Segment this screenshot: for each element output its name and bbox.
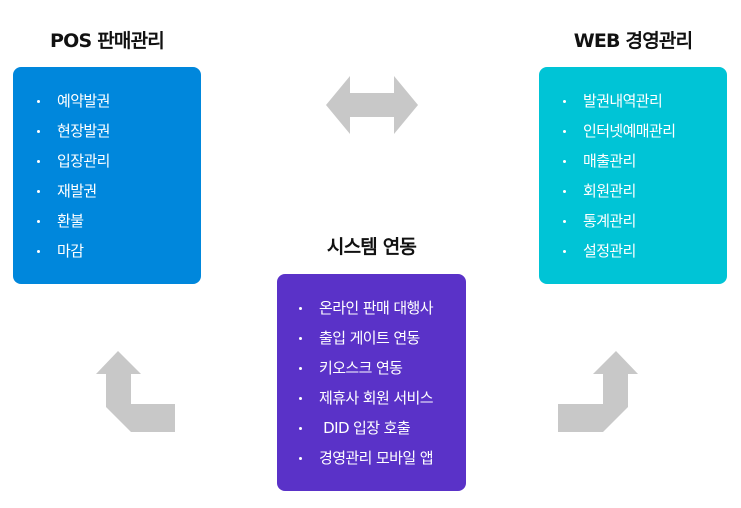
web-box: 발권내역관리 인터넷예매관리 매출관리 회원관리 통계관리 설정관리 bbox=[539, 67, 727, 284]
list-item: 발권내역관리 bbox=[559, 86, 727, 116]
list-item: 회원관리 bbox=[559, 176, 727, 206]
system-list: 온라인 판매 대행사 출입 게이트 연동 키오스크 연동 제휴사 회원 서비스 … bbox=[295, 293, 466, 473]
pos-box: 예약발권 현장발권 입장관리 재발권 환불 마감 bbox=[13, 67, 201, 284]
list-item: 온라인 판매 대행사 bbox=[295, 293, 466, 323]
list-item: 마감 bbox=[33, 236, 201, 266]
list-item: DID 입장 호출 bbox=[295, 413, 466, 443]
list-item: 통계관리 bbox=[559, 206, 727, 236]
elbow-up-arrow-left-icon bbox=[96, 351, 175, 432]
list-item: 환불 bbox=[33, 206, 201, 236]
list-item: 인터넷예매관리 bbox=[559, 116, 727, 146]
list-item: 경영관리 모바일 앱 bbox=[295, 443, 466, 473]
double-horizontal-arrow-icon bbox=[326, 76, 418, 134]
list-item: 키오스크 연동 bbox=[295, 353, 466, 383]
web-list: 발권내역관리 인터넷예매관리 매출관리 회원관리 통계관리 설정관리 bbox=[559, 86, 727, 266]
pos-title: POS 판매관리 bbox=[50, 30, 165, 52]
web-title: WEB 경영관리 bbox=[573, 30, 693, 52]
list-item: 매출관리 bbox=[559, 146, 727, 176]
system-title: 시스템 연동 bbox=[326, 236, 417, 258]
list-item: 제휴사 회원 서비스 bbox=[295, 383, 466, 413]
elbow-up-arrow-right-icon bbox=[558, 351, 638, 432]
pos-list: 예약발권 현장발권 입장관리 재발권 환불 마감 bbox=[33, 86, 201, 266]
list-item: 예약발권 bbox=[33, 86, 201, 116]
list-item: 현장발권 bbox=[33, 116, 201, 146]
list-item: 설정관리 bbox=[559, 236, 727, 266]
list-item: 재발권 bbox=[33, 176, 201, 206]
list-item: 출입 게이트 연동 bbox=[295, 323, 466, 353]
list-item: 입장관리 bbox=[33, 146, 201, 176]
system-box: 온라인 판매 대행사 출입 게이트 연동 키오스크 연동 제휴사 회원 서비스 … bbox=[277, 274, 466, 491]
